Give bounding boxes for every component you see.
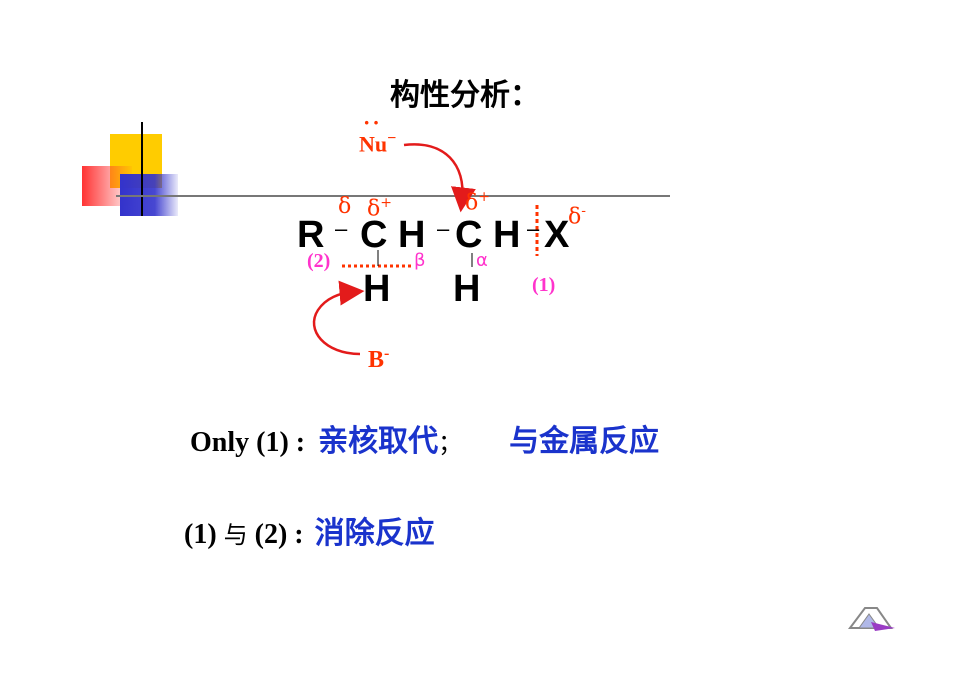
atom-h1: H	[398, 214, 426, 256]
bond-c2-x: –	[527, 216, 540, 241]
row1-separator: ；	[438, 429, 463, 457]
bond-c1-c2: –	[437, 216, 450, 241]
row2-prefix-mid: 与	[223, 521, 248, 549]
row1-metal-reaction: 与金属反应	[509, 424, 660, 459]
nucleophile-label: Nu	[359, 131, 388, 157]
beta-label: β	[414, 250, 426, 271]
base: B-	[368, 345, 389, 374]
base-attack-arrow	[312, 280, 365, 356]
partial-charge-delta-plus: δ+	[367, 195, 392, 222]
row1-nucleophilic-substitution: 亲核取代	[318, 424, 439, 459]
partial-charge-delta-plus-alpha: δ+	[465, 189, 490, 216]
row1-prefix: Only (1) :	[190, 427, 306, 458]
bond-r-c1: –	[335, 216, 348, 241]
base-charge: -	[384, 345, 390, 362]
atom-h-alpha: H	[453, 268, 481, 310]
atom-c1: C	[360, 214, 388, 256]
partial-charge-delta: δ	[338, 194, 352, 219]
nucleophile-attack-arrow	[403, 143, 476, 213]
atom-r: R	[297, 214, 325, 256]
return-arrow-icon[interactable]	[845, 600, 900, 635]
atom-x: X	[544, 214, 570, 256]
slide-title: 构性分析：	[390, 78, 540, 113]
nucleophile-charge: −	[387, 130, 397, 147]
row2-prefix-b: (2) :	[254, 519, 304, 550]
decorative-squares-graphic	[82, 122, 670, 216]
nucleophile: Nu−	[359, 130, 396, 157]
row2-elimination: 消除反应	[314, 516, 435, 551]
base-label: B	[368, 347, 385, 373]
row-elimination: (1) 与 (2) : 消除反应	[184, 508, 435, 552]
alpha-label: α	[476, 250, 488, 271]
atom-h2: H	[493, 214, 521, 256]
nucleophile-dots: ··	[363, 110, 382, 135]
partial-charge-delta-minus: δ-	[568, 203, 586, 230]
row-substitution: Only (1) : 亲核取代； 与金属反应	[190, 416, 659, 460]
atom-c2: C	[455, 214, 483, 256]
site-1-label: (1)	[532, 274, 556, 296]
site-2-label: (2)	[307, 250, 331, 272]
atom-h-beta: H	[363, 268, 391, 310]
row2-prefix-a: (1)	[184, 519, 217, 550]
